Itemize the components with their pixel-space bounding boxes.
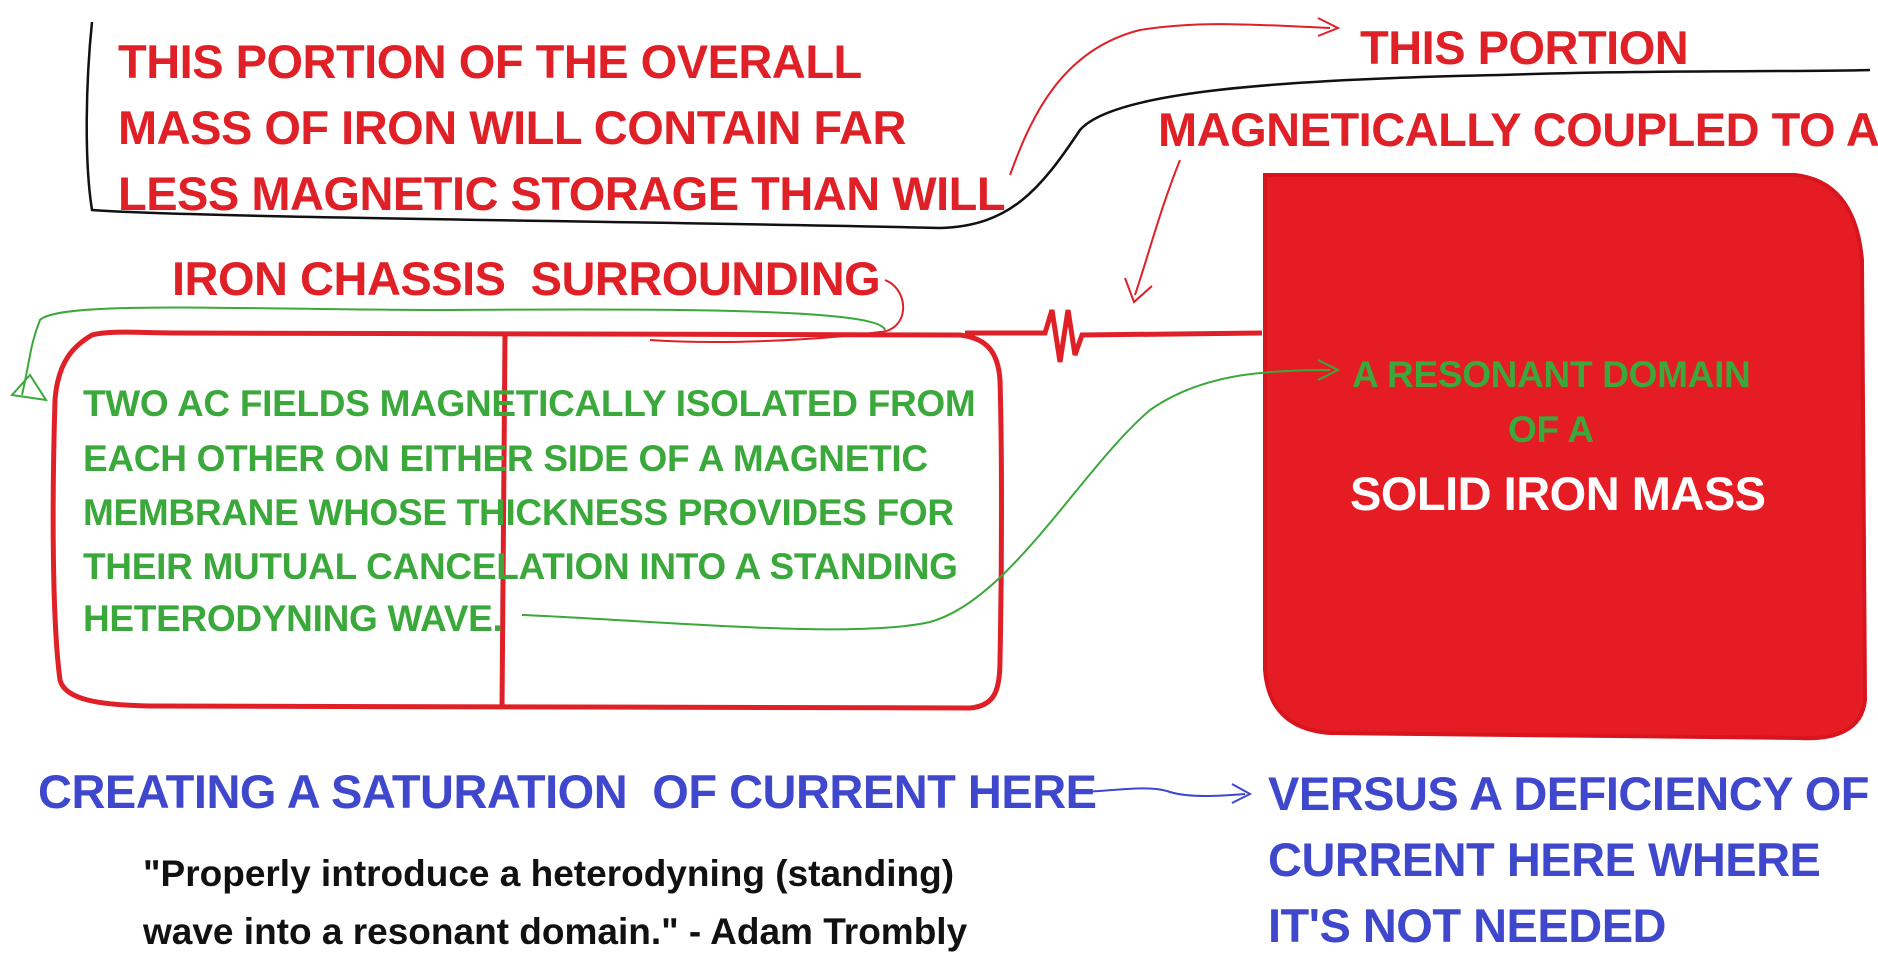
top-note-line-1: THIS PORTION OF THE OVERALL [118,35,862,88]
quote-line-2: wave into a resonant domain." - Adam Tro… [143,911,968,952]
chassis-text-line-2: EACH OTHER ON EITHER SIDE OF A MAGNETIC [83,438,928,479]
chassis-box [50,329,1004,711]
chassis-text-line-4: THEIR MUTUAL CANCELATION INTO A STANDING [83,546,958,587]
right-header-line-2: MAGNETICALLY COUPLED TO A [1158,103,1878,156]
chassis-label: IRON CHASSIS SURROUNDING [172,252,881,305]
blue-arrowhead [1231,783,1253,804]
green-arrowhead-left [10,373,49,402]
top-note-line-3: LESS MAGNETIC STORAGE THAN WILL [118,167,1006,220]
saturation-label: CREATING A SATURATION OF CURRENT HERE [38,765,1097,818]
coupling-wire [965,309,1263,363]
chassis-text-line-5: HETERODYNING WAVE. [83,598,503,639]
iron-mass-line-1: A RESONANT DOMAIN [1352,354,1751,395]
right-header-line-1: THIS PORTION [1360,21,1689,74]
magnetic-membrane [499,334,508,709]
green-loop-left [21,306,886,396]
chassis-text-line-1: TWO AC FIELDS MAGNETICALLY ISOLATED FROM [83,383,976,424]
green-arrowhead-domain [1317,359,1341,381]
deficiency-line-3: IT'S NOT NEEDED [1268,899,1667,952]
deficiency-line-1: VERSUS A DEFICIENCY OF [1268,767,1869,820]
red-curve-to-this-portion [1009,23,1331,176]
quote-line-1: "Properly introduce a heterodyning (stan… [143,853,955,894]
red-arrowhead-wire [1124,277,1153,304]
iron-mass-line-2: OF A [1508,409,1594,450]
chassis-text-line-3: MEMBRANE WHOSE THICKNESS PROVIDES FOR [83,492,954,533]
red-arrow-to-wire [1134,159,1181,296]
iron-mass-block [1263,173,1868,741]
green-curve-to-domain [521,369,1331,631]
red-arrowhead-this-portion [1317,17,1341,37]
blue-arrow [1084,787,1246,797]
deficiency-line-2: CURRENT HERE WHERE [1268,833,1821,886]
top-note-line-2: MASS OF IRON WILL CONTAIN FAR [118,101,906,154]
iron-mass-line-3: SOLID IRON MASS [1350,467,1766,520]
top-note-outline [85,21,1871,230]
